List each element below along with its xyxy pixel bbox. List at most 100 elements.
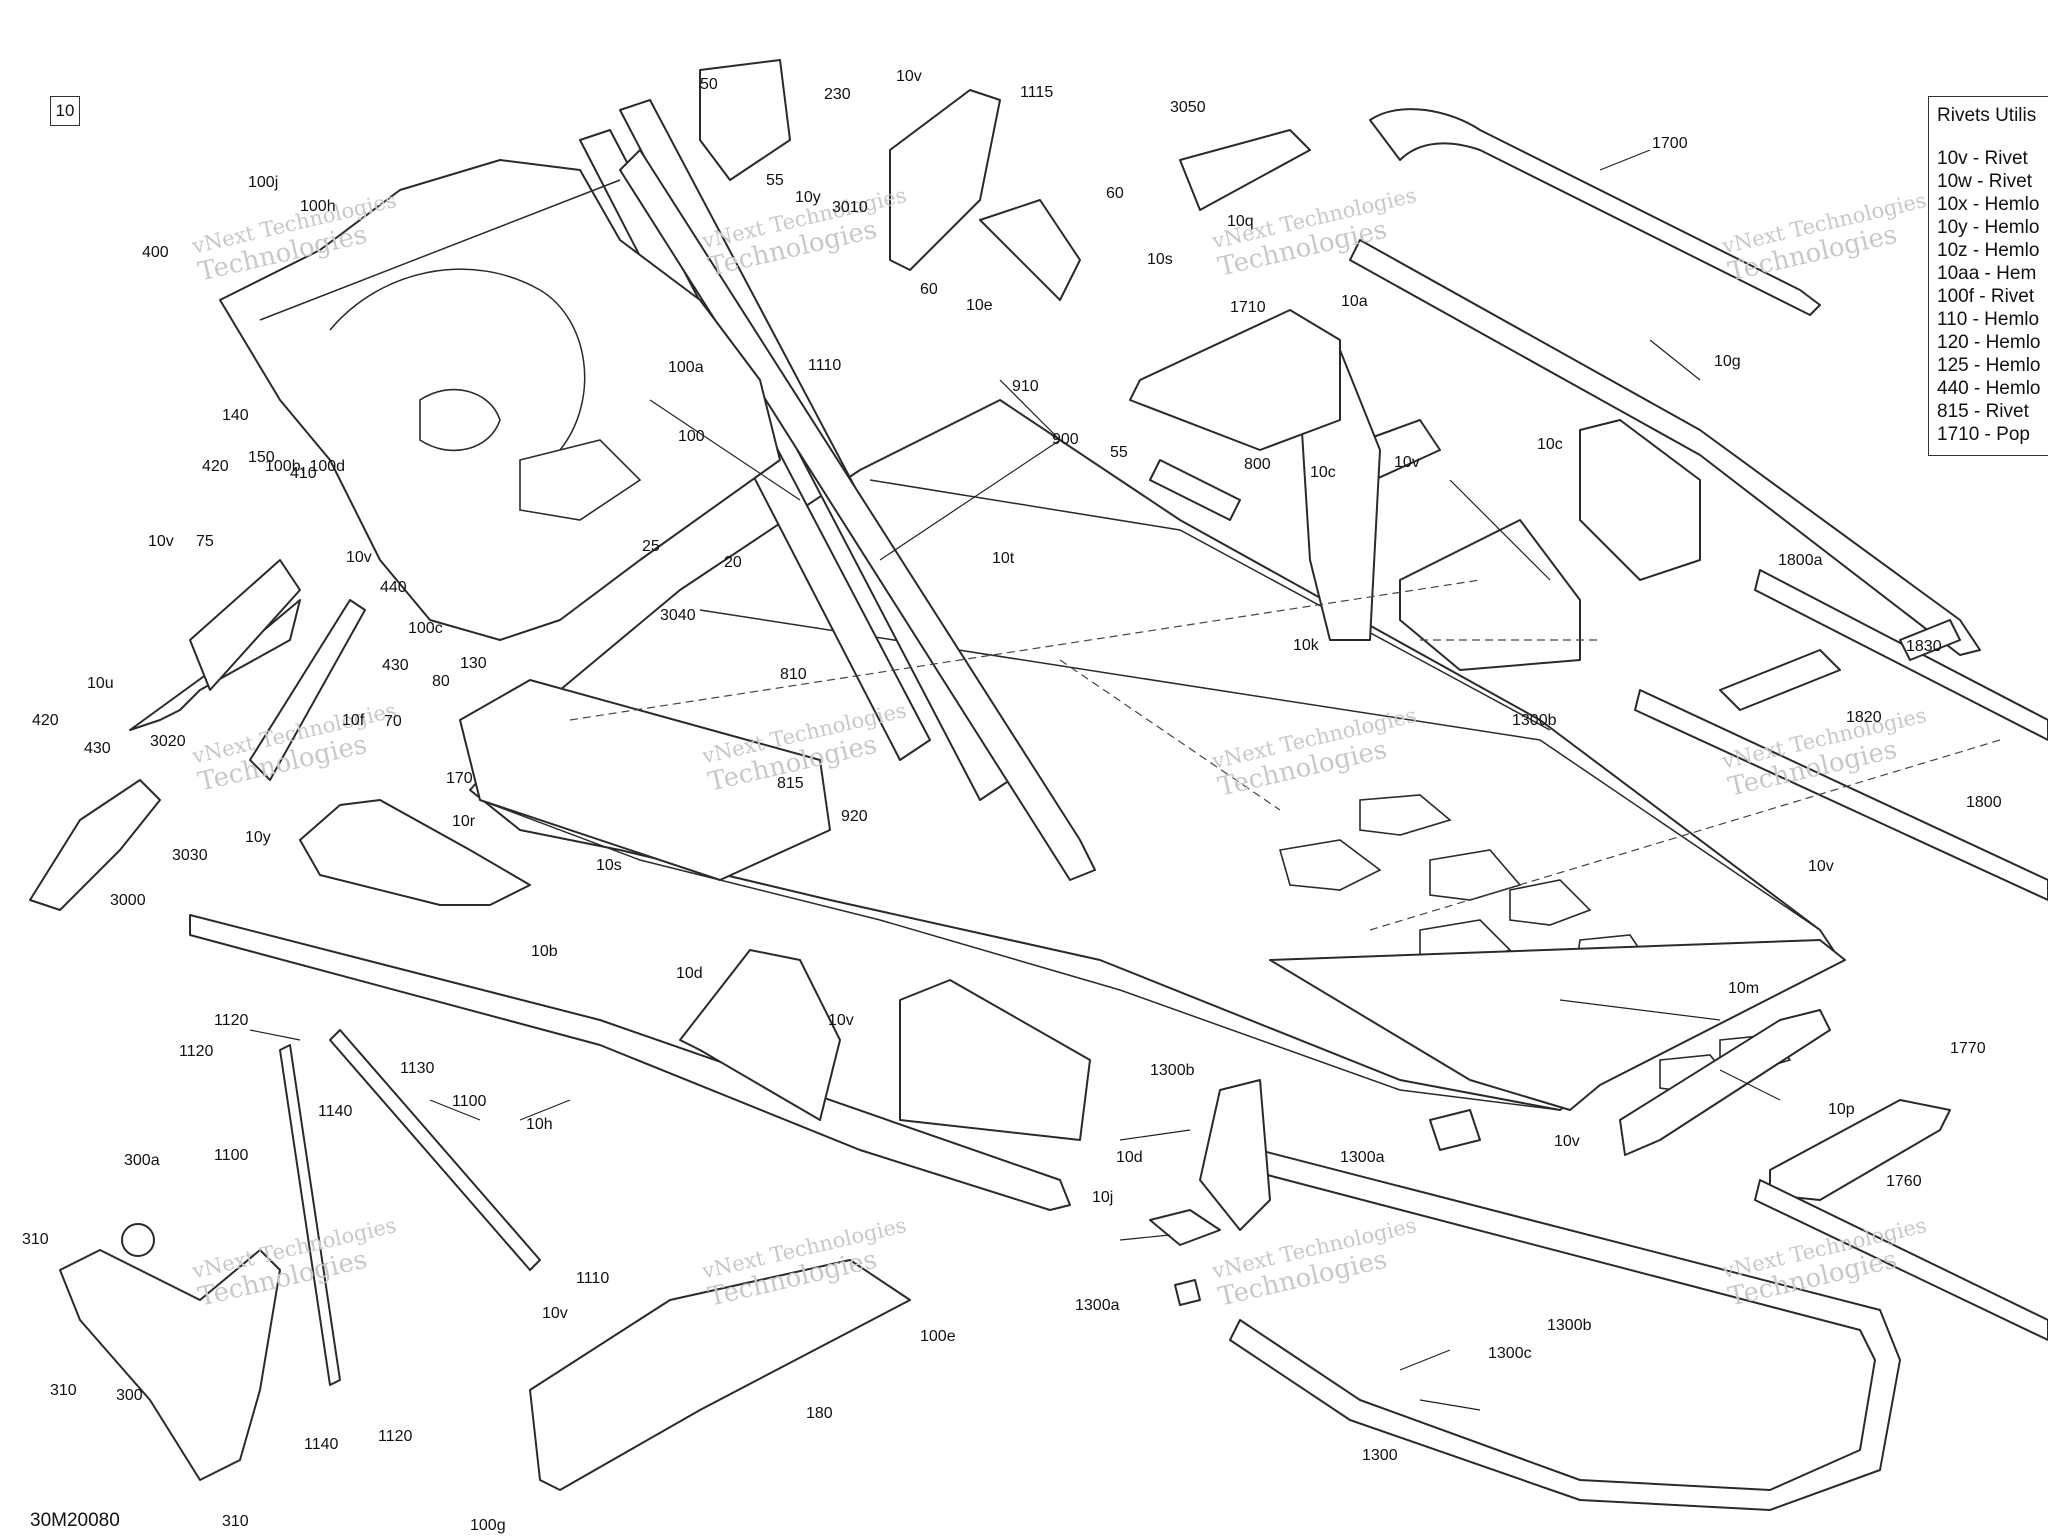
part-callout: 3040 (660, 607, 696, 624)
bracket-1830 (1899, 619, 1961, 661)
part-callout: 140 (222, 407, 249, 424)
part-callout: 10v (1394, 454, 1420, 471)
part-callout: 1800 (1966, 794, 2002, 811)
part-callout: 10v (1554, 1133, 1580, 1150)
strut-10f (249, 599, 366, 781)
part-callout: 920 (841, 808, 868, 825)
bracket-1300a-lower (1174, 1279, 1201, 1306)
part-callout: 10b (531, 943, 558, 960)
part-callout: 10d (676, 965, 703, 982)
part-callout: 1300a (1075, 1297, 1120, 1314)
part-callout: 10v (148, 533, 174, 550)
part-callout: 100h (300, 198, 336, 215)
part-callout: 150 (248, 449, 275, 466)
drawing-number: 30M20080 (30, 1510, 120, 1531)
part-callout: 1300a (1340, 1149, 1385, 1166)
part-callout: 170 (446, 770, 473, 787)
legend-item: 110 - Hemlo (1937, 309, 2040, 330)
part-callout: 10v (1808, 858, 1834, 875)
part-callout: 10d (1116, 1149, 1143, 1166)
leader-lines (249, 149, 1781, 1411)
part-callout: 1760 (1886, 1173, 1922, 1190)
part-callout: 55 (1110, 444, 1128, 461)
part-callout: 1120 (214, 1012, 249, 1029)
bracket-10a (1129, 309, 1341, 451)
part-callout: 1100 (452, 1093, 487, 1110)
legend-title: Rivets Utilis (1937, 105, 2037, 126)
part-callout: 10j (1092, 1189, 1114, 1206)
part-callout: 10c (1537, 436, 1563, 453)
part-callout: 100c (408, 620, 443, 637)
part-callout: 3010 (832, 199, 868, 216)
part-callout: 1110 (576, 1270, 610, 1287)
part-callout: 100a (668, 359, 704, 376)
part-callout: 420 (32, 712, 59, 729)
part-callout: 100g (470, 1517, 506, 1534)
part-callout: 300 (116, 1387, 143, 1404)
rivet-legend: Rivets Utilis 10v - Rivet 10w - Rivet 10… (1928, 96, 2048, 456)
part-callout: 10y (245, 829, 271, 846)
part-callout: 1300b (1512, 712, 1557, 729)
part-callout: 10u (87, 675, 114, 692)
part-callout: 1120 (179, 1043, 214, 1060)
reference-line (1059, 659, 1281, 811)
part-callout: 310 (50, 1382, 77, 1399)
part-callout: 55 (766, 172, 784, 189)
legend-item: 10y - Hemlo (1937, 217, 2040, 238)
part-callout: 10q (1227, 213, 1254, 230)
part-callout: 1115 (1020, 84, 1054, 101)
tunnel-rear-panel (1269, 939, 1846, 1111)
part-callout: 810 (780, 666, 807, 683)
part-callout: 10s (1147, 251, 1173, 268)
part-callout: 70 (384, 713, 402, 730)
bracket-3010 (1179, 129, 1311, 211)
part-callout: 10t (992, 550, 1015, 567)
part-callout: 3030 (172, 847, 208, 864)
legend-item: 440 - Hemlo (1937, 378, 2041, 399)
part-callout: 10s (596, 857, 622, 874)
legend-item: 10v - Rivet (1937, 148, 2028, 169)
bracket-10d-left (679, 949, 841, 1121)
engine-cradle (459, 679, 831, 881)
part-callout: 10v (896, 68, 922, 85)
part-callout: 1300c (1488, 1345, 1532, 1362)
part-callout: 10y (795, 189, 821, 206)
part-callout: 900 (1052, 431, 1079, 448)
part-callout: 10v (542, 1305, 568, 1322)
part-callout: 430 (84, 740, 111, 757)
part-callout: 800 (1244, 456, 1271, 473)
part-callout: 10p (1828, 1101, 1855, 1118)
part-callout: 1300 (1362, 1447, 1398, 1464)
rail-1800 (1634, 689, 2048, 901)
part-callout: 10e (966, 297, 993, 314)
legend-item: 120 - Hemlo (1937, 332, 2041, 353)
front-frame (219, 159, 781, 641)
part-callout: 10h (526, 1116, 553, 1133)
part-callout: 20 (724, 554, 742, 571)
part-callout: 910 (1012, 378, 1039, 395)
legend-item: 10aa - Hem (1937, 263, 2037, 284)
part-callout: 25 (642, 538, 660, 555)
part-callout: 815 (777, 775, 804, 792)
part-callout: 100e (920, 1328, 956, 1345)
part-callout: 3000 (110, 892, 146, 909)
legend-item: 815 - Rivet (1937, 401, 2029, 422)
bracket-10d-right (1199, 1079, 1271, 1231)
part-callout: 1140 (318, 1103, 353, 1120)
part-callout: 430 (382, 657, 409, 674)
part-callout: 60 (920, 281, 938, 298)
part-callout: 80 (432, 673, 450, 690)
part-callout: 440 (380, 579, 407, 596)
part-callout: 310 (22, 1231, 49, 1248)
part-callout: 1710 (1230, 299, 1266, 316)
bracket-10q (889, 89, 1001, 271)
part-callout: 300a (124, 1152, 160, 1169)
rail-10g (1349, 239, 1981, 656)
part-callout: 1120 (378, 1428, 413, 1445)
mount-plate-100e (529, 1259, 911, 1491)
part-callout: 1800a (1778, 552, 1823, 569)
part-callout: 1100 (214, 1147, 249, 1164)
part-callout: 60 (1106, 185, 1124, 202)
legend-item: 10z - Hemlo (1937, 240, 2040, 261)
